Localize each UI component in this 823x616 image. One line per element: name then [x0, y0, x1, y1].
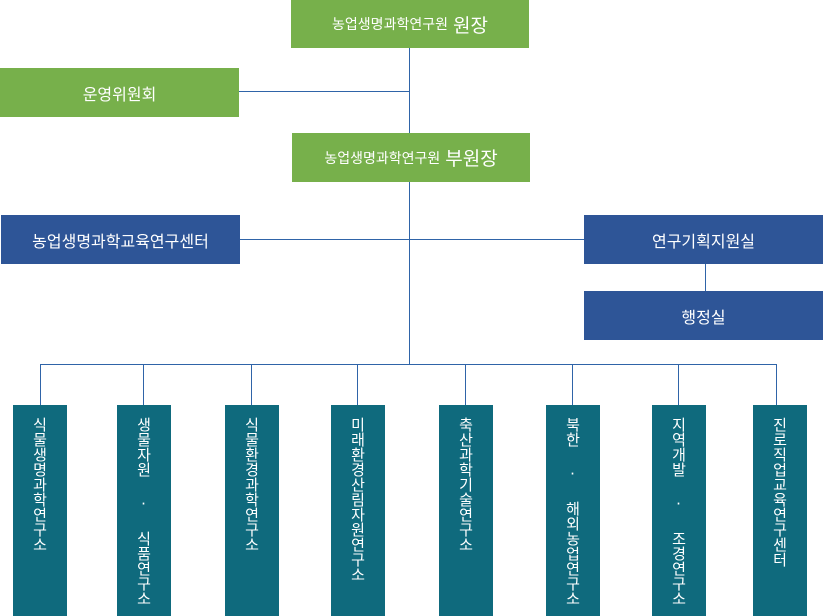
connector-planning-admin [705, 264, 706, 291]
admin-office-label: 행정실 [681, 307, 726, 327]
vice-director-box: 농업생명과학연구원 부원장 [292, 133, 530, 182]
institute-box-6: 북한 · 해외농업연구소 [546, 405, 600, 616]
institute-box-8: 진로직업교육연구센터 [753, 405, 807, 616]
institute-box-1: 식물생명과학연구소 [13, 405, 67, 616]
institute-box-2: 생물자원 · 식품연구소 [117, 405, 171, 616]
institute-label: 미래환경산림자원연구소 [348, 417, 367, 582]
institute-box-5: 축산과학기술연구소 [439, 405, 493, 616]
admin-office-box: 행정실 [584, 291, 823, 340]
connector-institute-6 [572, 364, 573, 405]
institute-label: 식물환경과학연구소 [242, 417, 261, 552]
institute-label: 축산과학기술연구소 [456, 417, 475, 552]
connector-institute-1 [40, 364, 41, 405]
connector-institute-4 [357, 364, 358, 405]
education-center-box: 농업생명과학교육연구센터 [1, 215, 240, 264]
committee-label: 운영위원회 [82, 84, 157, 104]
connector-institutes-horizontal [40, 364, 777, 365]
connector-institute-5 [465, 364, 466, 405]
director-title: 원장 [452, 14, 488, 37]
connector-institute-2 [143, 364, 144, 405]
connector-main-vertical [409, 48, 410, 364]
vice-director-org: 농업생명과학연구원 [324, 150, 441, 167]
institute-label: 지역개발 · 조경연구소 [669, 417, 688, 606]
connector-institute-7 [678, 364, 679, 405]
connector-committee [239, 91, 410, 92]
planning-office-box: 연구기획지원실 [584, 215, 823, 264]
connector-side-offices [240, 239, 585, 240]
institute-box-3: 식물환경과학연구소 [225, 405, 279, 616]
planning-office-label: 연구기획지원실 [651, 231, 756, 251]
institute-label: 생물자원 · 식품연구소 [134, 417, 153, 606]
director-box: 농업생명과학연구원 원장 [291, 0, 529, 48]
committee-box: 운영위원회 [0, 68, 239, 117]
institute-label: 식물생명과학연구소 [30, 417, 49, 552]
institute-label: 북한 · 해외농업연구소 [563, 417, 582, 606]
education-center-label: 농업생명과학교육연구센터 [32, 231, 209, 251]
institute-box-4: 미래환경산림자원연구소 [331, 405, 385, 616]
connector-institute-3 [251, 364, 252, 405]
institute-box-7: 지역개발 · 조경연구소 [652, 405, 706, 616]
vice-director-title: 부원장 [445, 148, 498, 170]
institute-label: 진로직업교육연구센터 [770, 417, 789, 567]
connector-institute-8 [776, 364, 777, 405]
director-org: 농업생명과학연구원 [332, 17, 448, 33]
